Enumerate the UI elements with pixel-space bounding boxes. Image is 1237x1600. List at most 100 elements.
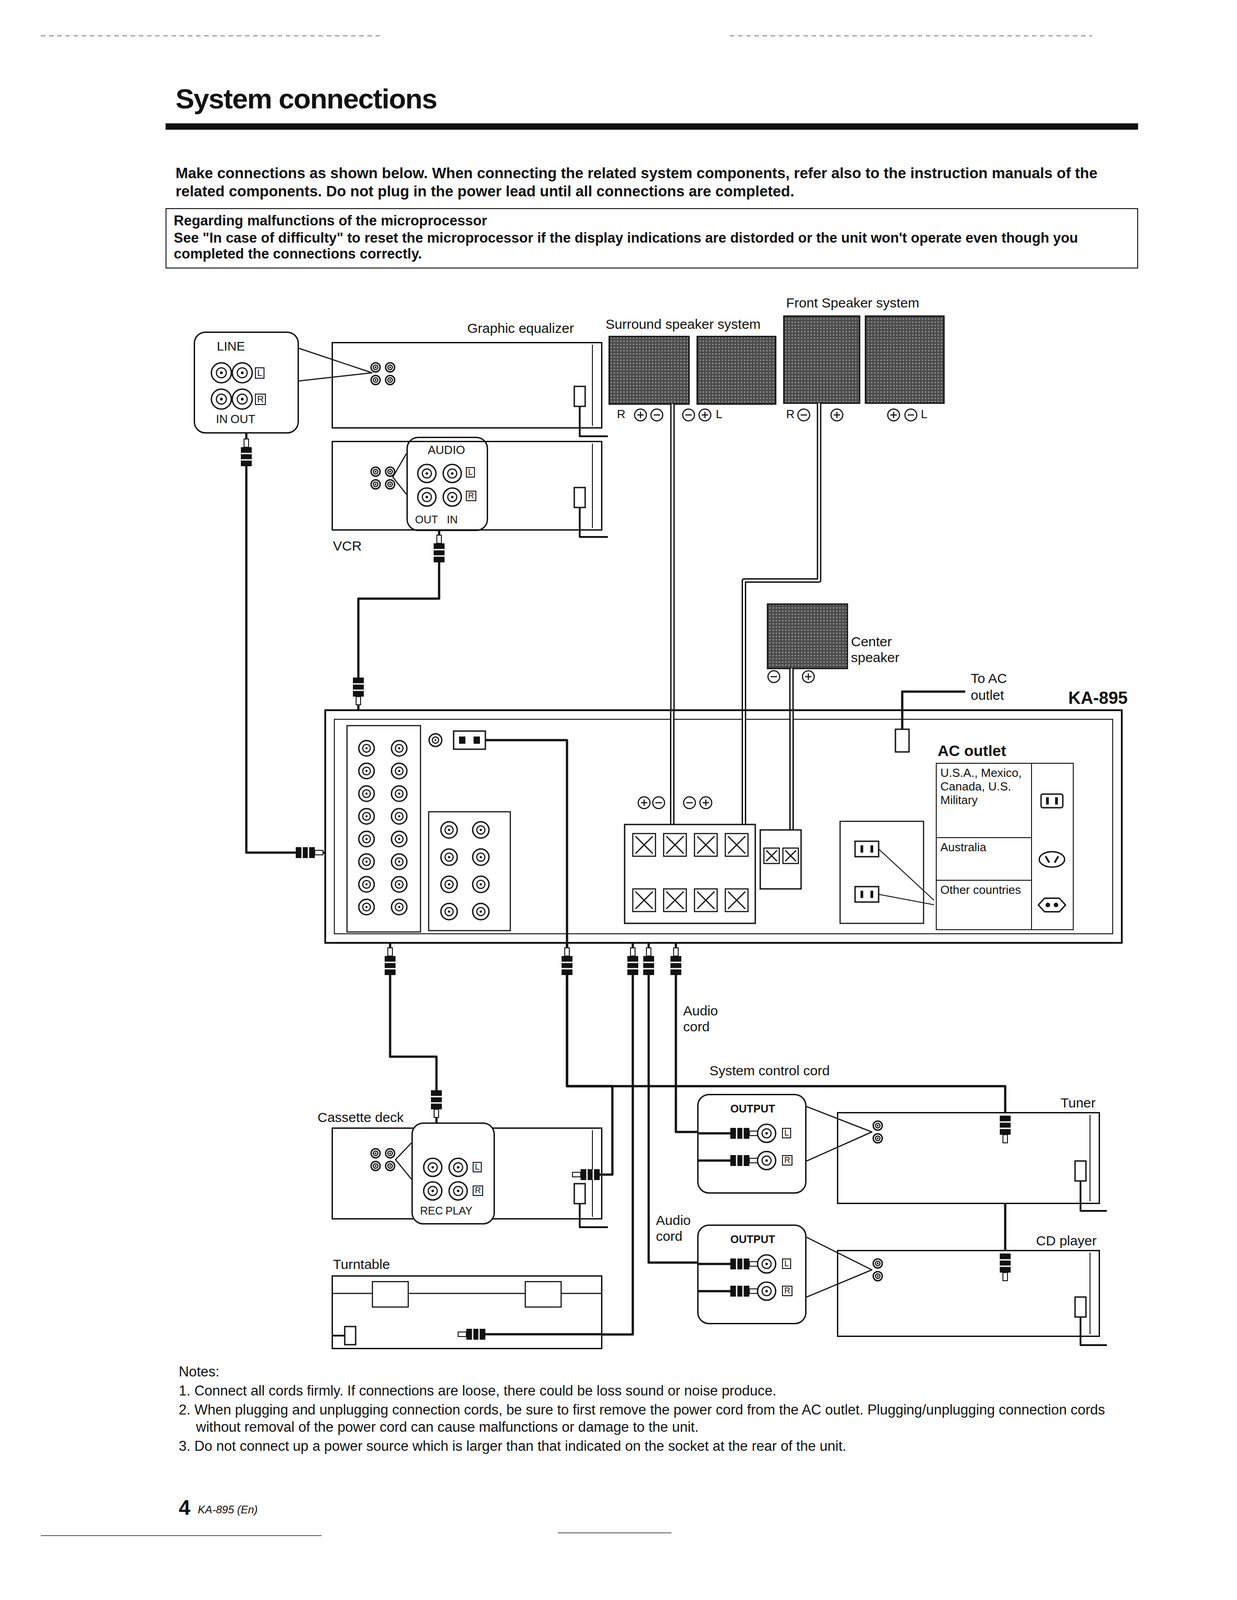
plug-icon [1038, 898, 1066, 913]
terminal-symbol [904, 409, 917, 421]
socket-slot [1055, 797, 1058, 805]
jack-pin [220, 397, 223, 401]
jack-ring [387, 469, 393, 475]
jack-pin [389, 366, 392, 369]
terminal-sign [686, 802, 693, 804]
jack-ring [373, 469, 378, 475]
jack-ring [395, 744, 404, 753]
terminal-symbol [699, 409, 711, 421]
jack-pin [434, 739, 437, 742]
channel-letter: L [715, 407, 723, 422]
table-cell: Australia [936, 838, 1032, 881]
socket-pin [1053, 903, 1059, 908]
ac-outlet-table: AC outletU.S.A., Mexico, Canada, U.S. Mi… [935, 762, 1074, 931]
terminal-symbol [887, 409, 900, 421]
jack-pin [765, 1159, 768, 1163]
speaker-pair: Surround speaker system [609, 336, 776, 405]
plug-band [430, 1096, 442, 1104]
outlet-pointer [878, 849, 934, 905]
jack-socket [391, 876, 407, 893]
connection-cord [567, 943, 613, 1175]
jack-ring [362, 835, 371, 844]
jack-pin [389, 1165, 392, 1168]
plug-tip [749, 1289, 758, 1294]
jack-ring [362, 903, 371, 912]
speaker-wire [669, 404, 675, 710]
jack-socket [358, 808, 375, 825]
jack-socket [358, 763, 375, 779]
terminal-sign [907, 414, 915, 416]
jack-socket [873, 1271, 883, 1282]
jack-socket [391, 763, 407, 779]
channel-tag: L [465, 467, 475, 478]
rca-plug [627, 956, 639, 976]
notice-heading: Regarding malfunctions of the microproce… [173, 212, 1130, 230]
channel-tag: R [782, 1155, 793, 1166]
jack-pin [425, 495, 429, 499]
page-footer: KA-895 (En) [197, 1503, 258, 1517]
signal-cable [698, 1290, 732, 1293]
jack-pin [479, 910, 482, 913]
notes-heading: Notes: [178, 1363, 220, 1381]
power-cord [579, 1203, 608, 1228]
cd-player-unit: CD player [836, 1250, 1101, 1338]
speaker-wire-core [790, 668, 793, 710]
jack-pin [425, 472, 429, 475]
jack-ring [762, 1286, 772, 1296]
jack-callout: LRRECPLAY [411, 1122, 495, 1225]
speaker-terminal [663, 833, 687, 857]
jack-ring [395, 858, 404, 866]
power-plug [1075, 1161, 1086, 1182]
plug-band [352, 684, 364, 691]
plug-band [384, 962, 396, 969]
cord-label: System control cord [707, 1062, 832, 1081]
power-plug [895, 729, 910, 753]
speaker-grille [783, 316, 860, 404]
signal-cable [698, 1132, 732, 1135]
jack-callout: AUDIOLROUTIN [406, 436, 489, 532]
jack-pin [240, 371, 244, 375]
terminal-symbol [638, 796, 651, 809]
vcr-unit: VCR [331, 440, 603, 531]
plug-tip [646, 948, 651, 957]
title-rule [165, 123, 1139, 130]
rca-plug [240, 447, 252, 467]
speaker-wire [789, 709, 794, 831]
table-cell: Other countries [936, 880, 1032, 930]
jack-socket [358, 740, 375, 757]
jack-pin [479, 883, 482, 886]
jack-pin [389, 1152, 392, 1155]
output-callout: OUTPUTLR [697, 1224, 807, 1325]
ac-socket [855, 886, 879, 903]
speaker-terminal [663, 889, 687, 912]
terminal-sign [704, 411, 706, 419]
jack-pin [450, 472, 454, 475]
signal-cable [698, 1159, 732, 1163]
plug-tip [458, 1332, 467, 1337]
page-trim-line [40, 35, 1093, 37]
plug-band [643, 962, 655, 969]
jack-socket [472, 876, 489, 893]
cabinet-edge [1089, 1252, 1091, 1335]
jack-socket [232, 362, 253, 383]
plug-band [670, 962, 682, 969]
jack-pin [374, 1152, 377, 1155]
ac-socket [855, 841, 879, 857]
terminal-cross [785, 850, 797, 862]
jack-socket [417, 464, 436, 483]
rca-plug [352, 677, 364, 697]
jack-pin [447, 883, 450, 886]
jack-socket [443, 488, 462, 507]
jack-socket [358, 854, 375, 870]
intro-text: Make connections as shown below. When co… [175, 164, 1139, 201]
jack-pin [447, 910, 450, 913]
channel-tag: L [782, 1258, 792, 1270]
jack-socket [443, 464, 462, 483]
power-plug [574, 386, 586, 407]
terminal-cross [666, 836, 684, 854]
terminal-symbol [797, 409, 810, 421]
terminal-sign [685, 414, 692, 416]
system-connector [453, 731, 486, 750]
channel-tag: R [465, 490, 477, 502]
